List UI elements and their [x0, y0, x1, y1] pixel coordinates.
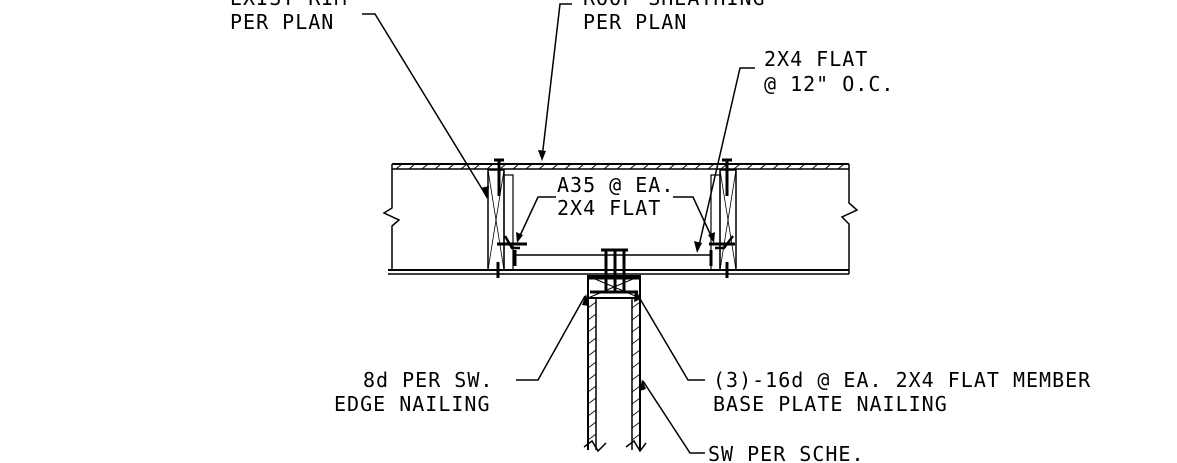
hatch-line [512, 163, 520, 170]
hatch-line [772, 163, 780, 170]
hatch-line [577, 163, 585, 170]
hatch-line [694, 163, 702, 170]
hatch-line [587, 337, 597, 345]
hatch-line [631, 349, 641, 357]
hatch-line [798, 163, 806, 170]
callout-existing-rim-line1: EXIST RIM [230, 0, 347, 10]
base-plate-nails [588, 248, 640, 294]
hatch-line [587, 301, 597, 309]
hatch-line [587, 373, 597, 381]
hatch-line [733, 163, 741, 170]
hatch-line [631, 385, 641, 393]
hatch-line [590, 163, 598, 170]
hatch-line [564, 163, 572, 170]
callout-edge-nailing-line1: 8d PER SW. [363, 368, 493, 392]
hatch-line [587, 349, 597, 357]
callout-edge-nailing: 8d PER SW. EDGE NAILING [334, 368, 493, 416]
callout-base-plate-nailing: (3)-16d @ EA. 2X4 FLAT MEMBER BASE PLATE… [713, 368, 1091, 416]
leaders [362, 3, 755, 454]
hatch-line [603, 163, 611, 170]
hatch-line [631, 337, 641, 345]
hatch-line [629, 163, 637, 170]
shear-wall [583, 275, 647, 453]
hatch-line [587, 325, 597, 333]
hatch-line [587, 397, 597, 405]
hatch-line [707, 163, 715, 170]
a35-clips [503, 235, 734, 250]
hatch-line [616, 163, 624, 170]
hatch-line [631, 325, 641, 333]
callout-flat-2x4: 2X4 FLAT @ 12" O.C. [764, 47, 894, 96]
hatch-line [460, 163, 468, 170]
hatch-line [587, 361, 597, 369]
callout-roof-sheathing: ROOF SHEATHING PER PLAN [583, 0, 766, 34]
ceiling-line [388, 269, 849, 275]
hatch-line [587, 409, 597, 417]
hatch-line [642, 163, 650, 170]
hatch-line [631, 301, 641, 309]
hatch-line [824, 163, 832, 170]
hatch-line [408, 163, 416, 170]
hatch-line [759, 163, 767, 170]
hatch-line [587, 385, 597, 393]
hatch-line [421, 163, 429, 170]
nails [494, 158, 735, 278]
callout-shear-wall: SW PER SCHE. [708, 442, 865, 463]
hatch-line [395, 163, 403, 170]
callout-base-plate-nailing-line1: (3)-16d @ EA. 2X4 FLAT MEMBER [713, 368, 1091, 392]
hatch-line [655, 163, 663, 170]
hatch-line [668, 163, 676, 170]
hatch-line [525, 163, 533, 170]
hatch-line [631, 409, 641, 417]
callout-base-plate-nailing-line2: BASE PLATE NAILING [713, 392, 948, 416]
break-line-right [840, 164, 859, 274]
hatch-line [587, 421, 597, 429]
rim-joist-right [710, 169, 737, 271]
hatch-line [631, 421, 641, 429]
hatch-line [538, 163, 546, 170]
hatch-line [631, 397, 641, 405]
arrowheads [481, 150, 715, 391]
callout-roof-sheathing-line1: ROOF SHEATHING [583, 0, 766, 10]
hatch-line [587, 313, 597, 321]
hatch-line [681, 163, 689, 170]
callout-a35-clip-line1: A35 @ EA. [557, 173, 674, 197]
callout-existing-rim: EXIST RIM PER PLAN [230, 0, 347, 34]
hatch-line [551, 163, 559, 170]
callout-edge-nailing-line2: EDGE NAILING [334, 392, 491, 416]
hatch-line [785, 163, 793, 170]
hatch-line [631, 373, 641, 381]
callout-existing-rim-line2: PER PLAN [230, 10, 334, 34]
hatch-line [587, 433, 597, 441]
hatch-line [473, 163, 481, 170]
callout-shear-wall-line1: SW PER SCHE. [708, 442, 865, 463]
hatch-line [837, 163, 845, 170]
hatch-line [631, 361, 641, 369]
hatch-line [631, 313, 641, 321]
callout-roof-sheathing-line2: PER PLAN [583, 10, 687, 34]
callout-flat-2x4-line2: @ 12" O.C. [764, 72, 894, 96]
hatch-line [746, 163, 754, 170]
callout-a35-clip: A35 @ EA. 2X4 FLAT [557, 173, 674, 220]
hatch-line [631, 433, 641, 441]
break-line-left [382, 164, 401, 270]
callout-flat-2x4-line1: 2X4 FLAT [764, 47, 868, 71]
rim-joist-left [487, 169, 514, 271]
hatch-line [447, 163, 455, 170]
callout-a35-clip-line2: 2X4 FLAT [557, 196, 661, 220]
hatch-line [434, 163, 442, 170]
hatch-line [499, 163, 507, 170]
roof-sheathing [392, 163, 849, 170]
hatch-line [811, 163, 819, 170]
hatch-line [486, 163, 494, 170]
